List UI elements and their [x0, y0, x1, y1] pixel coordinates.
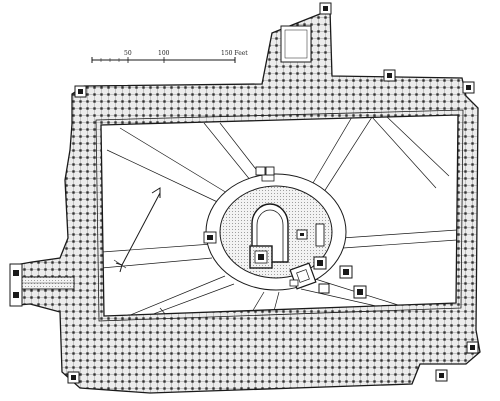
central-shrine-enclosure	[203, 173, 347, 291]
minor-shrines	[255, 166, 367, 299]
scale-bar: 50 100 150 Feet	[91, 50, 248, 63]
north-porch	[280, 2, 332, 63]
radiating-paths	[101, 115, 458, 316]
north-arrow	[113, 187, 161, 273]
scale-label-100: 100	[158, 50, 170, 57]
west-gateway	[9, 263, 75, 307]
corner-turrets	[67, 69, 479, 384]
scale-label-50: 50	[124, 50, 132, 57]
scale-label-150-feet: 150 Feet	[221, 50, 248, 57]
